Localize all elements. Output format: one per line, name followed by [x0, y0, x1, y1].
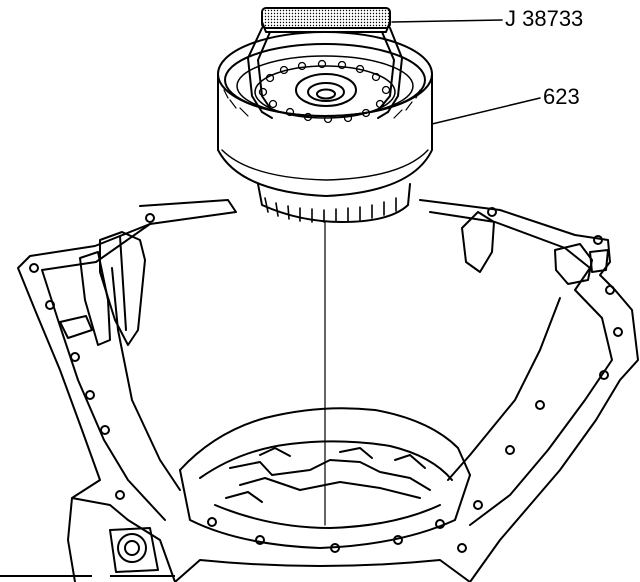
leader-line-part	[431, 97, 541, 125]
callout-part-label: 623	[543, 84, 580, 109]
leader-line-tool	[391, 19, 503, 23]
callout-tool-label: J 38733	[505, 6, 584, 31]
drum-hole-ring	[258, 59, 391, 124]
transmission-case	[17, 199, 639, 582]
lifting-tool-j38733	[247, 7, 403, 119]
drum-assembly-623	[217, 31, 433, 223]
